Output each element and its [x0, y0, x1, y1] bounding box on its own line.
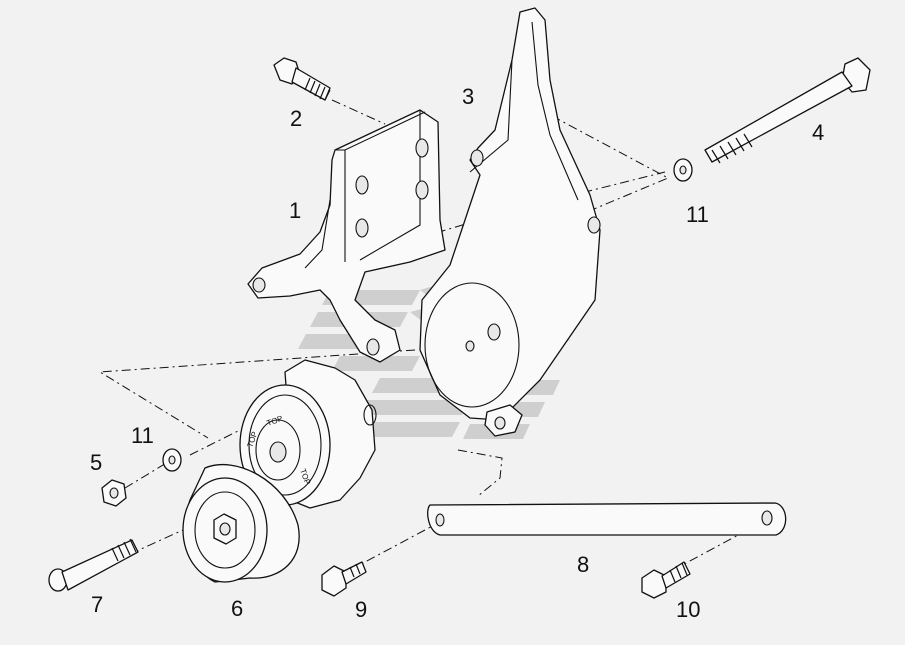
part-6-pulley — [182, 463, 300, 583]
part-2-bolt — [273, 57, 331, 101]
part-4-long-bolt — [704, 57, 871, 164]
callout-11-lower: 11 — [131, 423, 154, 448]
part-11-washer-lower — [162, 448, 182, 472]
callout-11-upper: 11 — [686, 202, 709, 227]
callout-7: 7 — [91, 592, 103, 617]
callout-labels: 1 2 3 4 5 6 7 8 9 10 11 11 — [90, 84, 824, 622]
callout-6: 6 — [231, 596, 243, 621]
callout-5: 5 — [90, 450, 102, 475]
tensioner-assembly: TOP TOP TOP — [239, 359, 377, 509]
callout-2: 2 — [290, 106, 302, 131]
callout-3: 3 — [462, 84, 474, 109]
callout-4: 4 — [812, 120, 824, 145]
part-8-strap — [427, 502, 787, 536]
part-3-mounting-plate — [419, 7, 601, 437]
part-5-nut — [101, 479, 127, 507]
callout-1: 1 — [289, 198, 301, 223]
callout-10: 10 — [676, 597, 700, 622]
callout-9: 9 — [355, 597, 367, 622]
part-9-bolt — [321, 561, 367, 597]
callout-8: 8 — [577, 552, 589, 577]
part-11-washer-upper — [673, 158, 693, 182]
part-10-bolt — [641, 561, 691, 599]
part-7-bolt — [48, 538, 139, 592]
part-1-bracket — [247, 109, 446, 363]
